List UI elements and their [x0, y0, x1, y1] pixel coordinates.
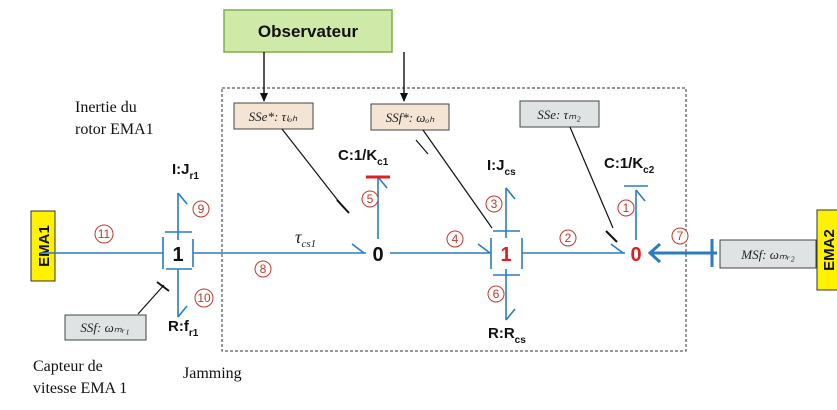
observer-block: Observateur	[223, 9, 393, 53]
bond-number-11: 11	[98, 227, 111, 241]
ema2-label: EMA2	[821, 229, 837, 271]
junction-0-right: 0	[630, 244, 641, 266]
svg-text:SSf: ωₘᵣ₁: SSf: ωₘᵣ₁	[80, 320, 129, 335]
msf-source: MSf: ωₘᵣ₂	[719, 239, 817, 269]
svg-text:SSe: τₘ₂: SSe: τₘ₂	[537, 107, 581, 122]
ema2-box: EMA2	[816, 209, 837, 291]
bond-number-4: 4	[452, 232, 459, 246]
signal-sse-star	[281, 128, 344, 208]
svg-text:MSf: ωₘᵣ₂: MSf: ωₘᵣ₂	[740, 247, 795, 262]
element-ij-r1: I:Jr1	[172, 161, 199, 182]
rotor-inertia-line1: Inertie du	[75, 99, 137, 116]
msf-bond	[647, 242, 717, 264]
ema1-box: EMA1	[30, 210, 56, 282]
ema1-label: EMA1	[36, 225, 53, 267]
svg-text:SSe*: τₗₒₕ: SSe*: τₗₒₕ	[249, 109, 298, 124]
junction-1-right: 1	[500, 244, 511, 266]
signal-sse	[569, 126, 614, 229]
svg-text:SSf*: ωₒₕ: SSf*: ωₒₕ	[386, 110, 436, 125]
ssf-mr1-source: SSf: ωₘᵣ₁	[64, 314, 147, 341]
element-rf-r1: R:fr1	[168, 318, 199, 339]
bond-number-10: 10	[197, 291, 211, 305]
sse-star-source: SSe*: τₗₒₕ	[233, 102, 314, 130]
bond-number-2: 2	[565, 231, 572, 245]
bond-number-6: 6	[493, 287, 500, 301]
speed-sensor-line2: vitesse EMA 1	[33, 380, 127, 397]
rotor-inertia-line2: rotor EMA1	[75, 121, 154, 138]
element-ij-cs: I:Jcs	[487, 157, 516, 178]
bonds	[40, 176, 648, 321]
observer-label: Observateur	[258, 22, 359, 41]
junction-0-middle: 0	[372, 244, 383, 266]
element-ck-c2: C:1/Kc2	[604, 155, 655, 176]
bond-number-circles: 1 2 3 4 5 6 7 8 9 10 11	[94, 190, 689, 308]
jamming-label: Jamming	[183, 365, 242, 382]
sse-source: SSe: τₘ₂	[519, 100, 600, 128]
bond-number-3: 3	[491, 197, 498, 211]
bond-number-8: 8	[260, 262, 267, 276]
bond-number-7: 7	[677, 229, 684, 243]
bond-number-9: 9	[198, 202, 205, 216]
element-ck-c1: C:1/Kc1	[338, 147, 389, 168]
tau-cs1-label: τcs1	[295, 227, 316, 250]
element-rr-cs: R:Rcs	[488, 325, 526, 346]
bond-number-5: 5	[367, 192, 374, 206]
ssf-star-source: SSf*: ωₒₕ	[370, 103, 450, 131]
junction-1-left: 1	[172, 244, 183, 266]
bond-number-1: 1	[623, 201, 630, 215]
signal-ssf-mr1	[137, 284, 165, 315]
speed-sensor-line1: Capteur de	[33, 358, 103, 375]
system-boundary	[221, 87, 687, 352]
signal-ssf-star	[422, 129, 493, 229]
